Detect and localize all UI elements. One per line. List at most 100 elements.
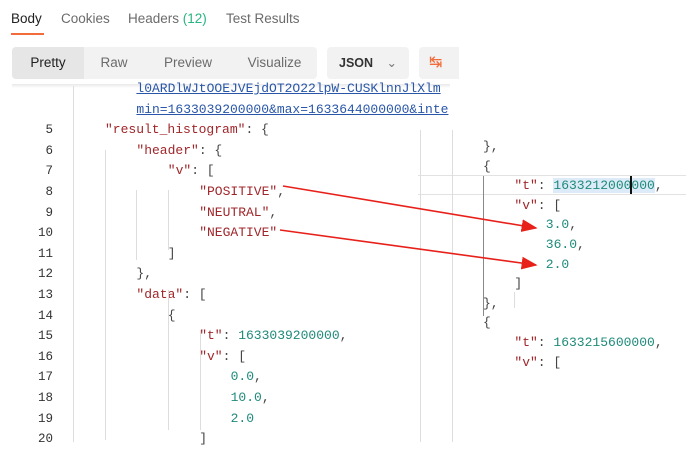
punctuation: , — [277, 184, 286, 199]
visualize-button[interactable]: Visualize — [247, 55, 302, 70]
punctuation: : — [537, 178, 554, 194]
tab-headers[interactable]: Headers (12) — [128, 11, 207, 26]
code-line: }, — [136, 264, 152, 284]
code-line: "data": [ — [136, 285, 206, 305]
code-line: }, — [483, 137, 499, 157]
editor-top-shadow — [12, 84, 450, 88]
arrow-positive — [282, 185, 538, 232]
punctuation: }, — [483, 295, 499, 311]
indent-guide — [168, 290, 169, 430]
raw-button[interactable]: Raw — [100, 55, 128, 70]
json-key: "v" — [514, 197, 538, 213]
json-key: "POSITIVE" — [199, 184, 278, 199]
line-number: 5 — [45, 123, 53, 138]
punctuation: : [ — [537, 354, 562, 370]
line-number: 9 — [45, 205, 53, 220]
punctuation: : [ — [191, 163, 215, 179]
line-number: 10 — [37, 226, 53, 241]
wrap-lines-icon: ↹ — [429, 54, 443, 71]
json-key: "NEGATIVE" — [199, 225, 278, 241]
punctuation: , — [654, 335, 663, 350]
indent-guide — [514, 292, 515, 308]
line-number: 18 — [37, 391, 53, 405]
json-key: "t" — [199, 328, 223, 344]
code-line: min=1633039200000&max=1633644000000&inte — [136, 100, 448, 120]
line-number: 12 — [37, 267, 53, 282]
punctuation: : { — [198, 142, 223, 158]
code-line: 2.0 — [546, 255, 569, 275]
code-line: l0ARDlWJtOOEJVEjdOT2O22lpW-CUSKlnnJlXlm — [136, 79, 440, 99]
punctuation: , — [577, 237, 585, 252]
line-number: 14 — [37, 308, 53, 323]
tab-cookies[interactable]: Cookies — [61, 11, 110, 26]
format-select[interactable]: JSON ⌄ — [327, 47, 409, 79]
code-line: "t": 1633039200000, — [199, 326, 347, 346]
line-number: 15 — [37, 329, 53, 344]
tab-test-results[interactable]: Test Results — [226, 11, 300, 26]
active-tab-indicator — [11, 33, 44, 35]
indent-guide — [105, 150, 106, 440]
headers-count: (12) — [182, 11, 207, 26]
wrap-lines-button[interactable]: ↹ — [419, 47, 459, 79]
url-link[interactable]: min=1633039200000&max=1633644000000&inte — [136, 101, 449, 117]
punctuation: , — [339, 328, 348, 344]
json-number: 1633212000000 — [553, 178, 655, 194]
json-number: 3.0 — [545, 217, 570, 233]
tab-body[interactable]: Body — [11, 11, 42, 26]
code-line: ] — [514, 274, 522, 294]
json-key: "result_histogram" — [105, 122, 246, 138]
code-line: "v": [ — [514, 196, 561, 216]
json-key: "v" — [514, 354, 538, 370]
code-line: { — [483, 157, 491, 177]
code-line: "v": [ — [514, 353, 561, 373]
tab-headers-label: Headers — [128, 11, 180, 26]
code-line: 3.0, — [546, 215, 577, 235]
code-line: "result_histogram": { — [105, 120, 269, 140]
code-line: }, — [483, 294, 499, 314]
punctuation: : [ — [183, 287, 207, 302]
url-link[interactable]: l0ARDlWJtOOEJVEjdOT2O22lpW-CUSKlnnJlXlm — [136, 81, 441, 96]
json-key: "v" — [199, 348, 223, 364]
format-label: JSON — [339, 56, 374, 70]
response-tabs: Body Cookies Headers (12) Test Results — [0, 0, 450, 36]
code-line: { — [483, 313, 491, 333]
line-number: 19 — [37, 411, 53, 426]
code-line: "v": [ — [199, 347, 246, 367]
code-line: "NEGATIVE" — [199, 223, 277, 243]
chevron-down-icon: ⌄ — [386, 56, 397, 70]
json-key: "t" — [514, 178, 538, 194]
line-number: 17 — [37, 370, 53, 385]
line-number: 7 — [45, 164, 53, 179]
text-cursor — [630, 176, 632, 194]
json-key: "NEUTRAL" — [199, 204, 270, 220]
punctuation: , — [569, 217, 578, 233]
pretty-button[interactable]: Pretty — [12, 47, 84, 79]
code-line: "t": 1633212000000, — [514, 176, 663, 196]
current-line-highlight — [418, 175, 686, 195]
preview-button[interactable]: Preview — [163, 55, 212, 70]
code-line: { — [168, 306, 176, 326]
code-line: "t": 1633215600000, — [514, 333, 662, 353]
json-number: 2.0 — [545, 256, 570, 272]
punctuation: , — [269, 204, 278, 220]
code-line: 2.0 — [231, 409, 254, 429]
punctuation: ] — [167, 245, 176, 261]
line-number: 11 — [37, 246, 53, 261]
punctuation: }, — [136, 266, 152, 282]
indent-guide — [136, 190, 137, 260]
code-line: "POSITIVE", — [199, 182, 285, 202]
line-number: 16 — [37, 349, 53, 364]
code-line: "v": [ — [168, 161, 215, 181]
code-line: "NEUTRAL", — [199, 203, 277, 223]
punctuation: { — [167, 307, 176, 323]
json-number: 0.0 — [230, 369, 254, 385]
punctuation: , — [654, 178, 663, 194]
code-line: 0.0, — [231, 367, 262, 387]
indent-guide — [452, 130, 453, 442]
indent-guide — [483, 176, 484, 316]
code-line: ] — [168, 244, 176, 264]
line-number: 6 — [45, 143, 53, 158]
code-line: "header": { — [136, 141, 222, 161]
punctuation: : { — [245, 122, 269, 138]
